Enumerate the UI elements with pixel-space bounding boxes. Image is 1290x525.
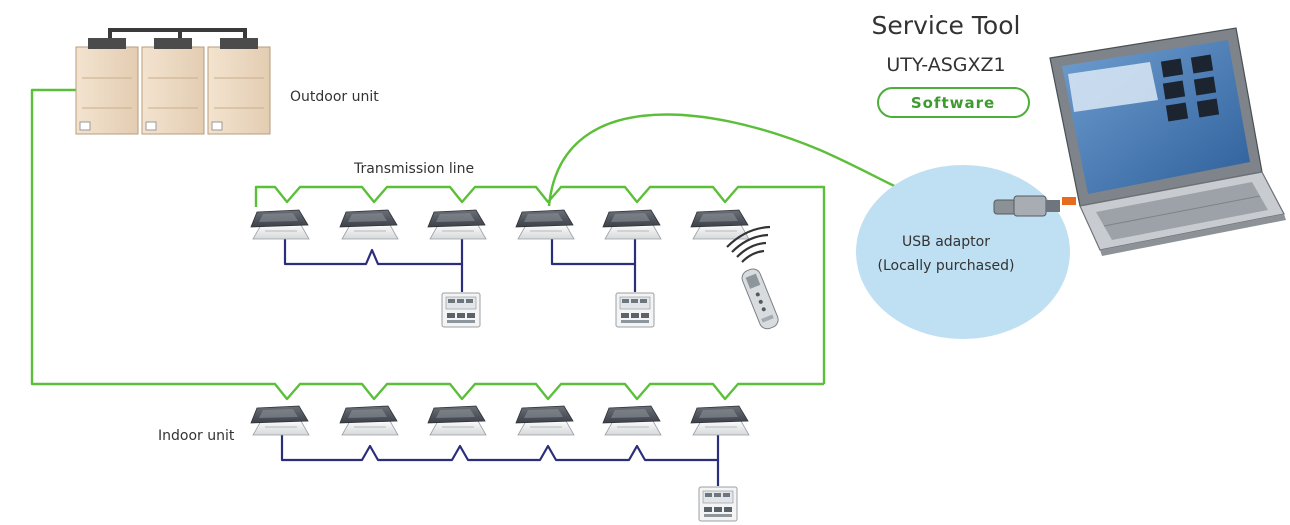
- indoor-unit: [602, 209, 662, 240]
- indoor-unit: [250, 405, 310, 436]
- indoor-unit: [339, 405, 399, 436]
- outdoor-module: [207, 38, 271, 135]
- indoor-unit: [427, 209, 487, 240]
- outdoor-unit-label: Outdoor unit: [290, 89, 379, 105]
- usb-adaptor-label: USB adaptor: [902, 234, 990, 250]
- indoor-unit: [427, 405, 487, 436]
- indoor-unit: [690, 405, 750, 436]
- laptop: [1049, 27, 1286, 256]
- usb-adaptor: [993, 195, 1076, 217]
- indoor-unit: [602, 405, 662, 436]
- usb-connector-icon: [1062, 197, 1076, 205]
- service-tool-model: UTY-ASGXZ1: [886, 54, 1005, 76]
- usb-adaptor-zone: [856, 165, 1070, 339]
- upper-indoor-units: [250, 209, 750, 240]
- service-tool-title: Service Tool: [872, 11, 1021, 40]
- outdoor-module: [75, 38, 139, 135]
- software-pill: [877, 87, 1030, 118]
- usb-adaptor-note: (Locally purchased): [878, 258, 1015, 274]
- indoor-unit-label: Indoor unit: [158, 428, 235, 444]
- remote-wiring: [280, 238, 720, 486]
- lower-indoor-units: [250, 405, 750, 436]
- indoor-unit: [250, 209, 310, 240]
- transmission-line: [30, 88, 996, 401]
- transmission-line-label: Transmission line: [353, 161, 474, 177]
- indoor-unit: [339, 209, 399, 240]
- indoor-unit: [690, 209, 750, 240]
- wired-remote-controller: [615, 292, 655, 328]
- wired-remote-controller: [441, 292, 481, 328]
- outdoor-module: [141, 38, 205, 135]
- wireless-remote-controller: [726, 225, 779, 330]
- indoor-unit: [515, 405, 575, 436]
- software-label: Software: [911, 94, 995, 112]
- outdoor-unit: [75, 28, 271, 135]
- indoor-unit: [515, 209, 575, 240]
- wired-remote-controller: [698, 486, 738, 522]
- signal-waves-icon: [726, 225, 771, 263]
